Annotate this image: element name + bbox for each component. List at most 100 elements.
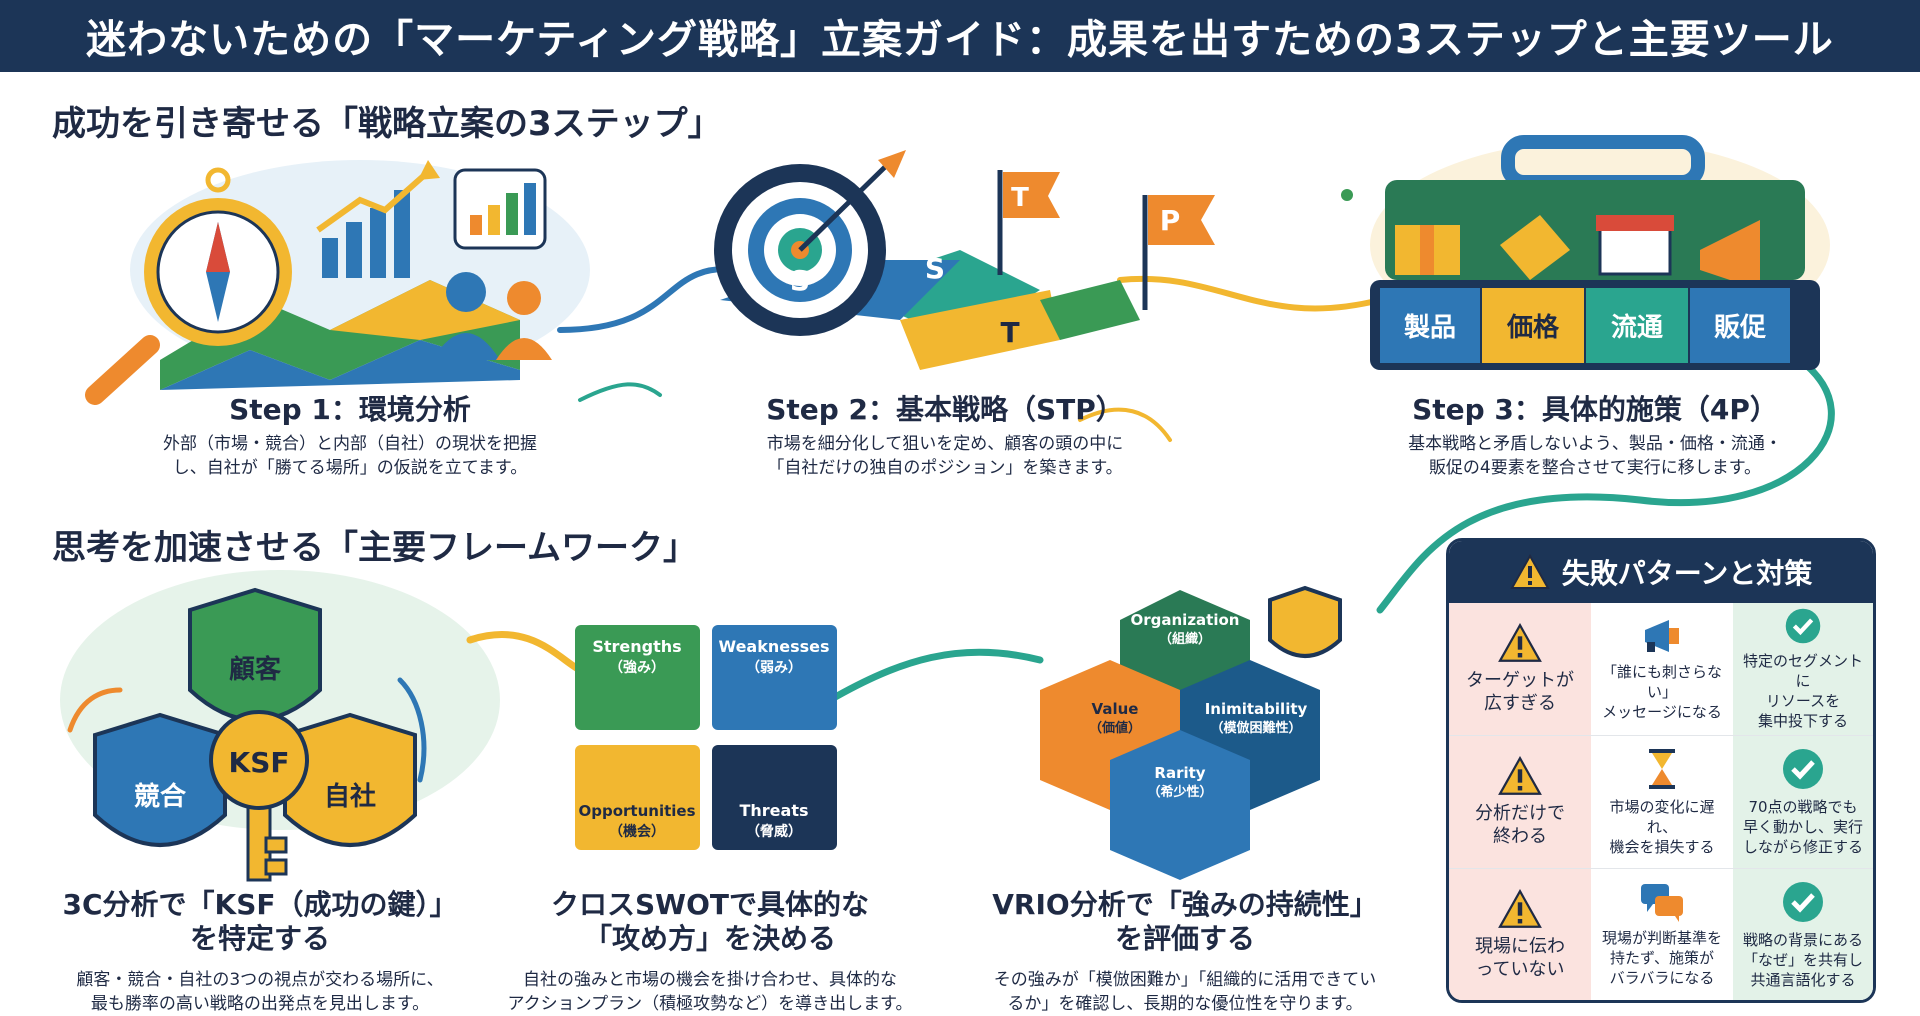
framework-swot-desc-line1: 自社の強みと市場の機会を掛け合わせ、具体的な	[523, 970, 897, 990]
failure-row1-fix-l3: 集中投下する	[1757, 712, 1848, 730]
framework-vrio-caption: VRIO分析で「強みの持続性」 を評価する その強みが「模倣困難か」「組織的に活…	[960, 888, 1410, 1016]
failure-row2-pattern-l1: 分析だけで	[1475, 803, 1565, 824]
warning-icon	[1498, 756, 1542, 795]
fourp-promotion-cell	[1690, 288, 1790, 363]
check-circle-icon	[1783, 749, 1823, 789]
threec-labels: 顧客 競合 自社 KSF	[134, 654, 376, 812]
person-orange-head-icon	[507, 281, 541, 315]
warning-icon	[1509, 554, 1550, 589]
chart-trend-arrow-icon	[316, 169, 430, 233]
framework-vrio-desc-line1: その強みが「模倣困難か」「組織的に活用できてい	[993, 970, 1377, 990]
megaphone-icon	[1645, 620, 1679, 652]
failure-row3-pattern: 現場に伝わ っていない	[1449, 869, 1591, 1000]
swot-strengths-jp: （強み）	[609, 659, 665, 676]
swot-illustration	[575, 625, 837, 850]
stp-letter-t1: T	[1000, 316, 1019, 349]
threec-competitor-label: 競合	[134, 781, 187, 812]
failure-row1-fix-l1: 特定のセグメントに	[1742, 652, 1863, 690]
price-tag-icon	[1500, 215, 1570, 280]
connector-step1-step2	[557, 266, 743, 333]
failure-row3-effect-l3: バラバラになる	[1609, 969, 1715, 987]
failure-row3-fix: 戦略の背景にある 「なぜ」を共有し 共通言語化する	[1733, 869, 1873, 1000]
decor-swoosh-green	[578, 382, 662, 402]
warning-icon	[1498, 889, 1542, 928]
failure-row2-fix-l2: 早く動かし、実行	[1742, 818, 1863, 836]
decor-swoosh-blue	[397, 677, 427, 783]
fourp-labels: 製品 価格 流通 販促	[1404, 312, 1766, 343]
failure-row1-fix: 特定のセグメントに リソースを 集中投下する	[1733, 603, 1873, 736]
step3-illustration	[1370, 135, 1820, 370]
framework-swot-title-line1: クロスSWOTで具体的な	[551, 888, 869, 921]
decor-swoosh-orange	[67, 687, 123, 733]
swot-labels: Strengths （強み） Weaknesses （弱み） Opportuni…	[578, 637, 829, 840]
swot-opportunities-jp: （機会）	[609, 823, 665, 840]
stp-pie-right-green	[1040, 280, 1140, 340]
failure-panel-title: 失敗パターンと対策	[1561, 557, 1813, 590]
failure-row2-fix: 70点の戦略でも 早く動かし、実行 しながら修正する	[1733, 736, 1873, 869]
page-banner-title: 迷わないための「マーケティング戦略」立案ガイド：成果を出すための3ステップと主要…	[0, 0, 1920, 72]
fourp-place-cell	[1586, 288, 1688, 363]
failure-row3-effect-l2: 持たず、施策が	[1610, 949, 1714, 967]
key-bow-icon	[209, 710, 309, 810]
vrio-organization-jp: （組織）	[1159, 631, 1211, 647]
failure-row1-effect: 「誰にも刺さらない」 メッセージになる	[1591, 603, 1733, 736]
failure-row2-fix-l3: しながら修正する	[1742, 838, 1863, 856]
failure-patterns-panel: 失敗パターンと対策 ターゲットが 広すぎる 「誰にも刺さらない」 メッセージにな…	[1446, 538, 1876, 1003]
framework-swot-title-line2: 「攻め方」を決める	[583, 922, 836, 955]
stp-letter-t2: T	[1011, 183, 1029, 213]
fourp-price-label: 価格	[1506, 312, 1560, 343]
swot-weaknesses-jp: （弱み）	[746, 660, 802, 676]
framework-vrio-desc-line2: るか」を確認し、長期的な優位性を守ります。	[1007, 994, 1363, 1014]
chart-bar-1	[322, 238, 338, 278]
vrio-value-en: Value	[1092, 700, 1139, 718]
failure-row3-pattern-l2: っていない	[1475, 959, 1565, 980]
person-orange-body	[496, 338, 552, 360]
chart-bar-2	[346, 222, 362, 278]
decor-dot-green	[1341, 189, 1353, 201]
connector-swot-vrio	[826, 648, 1044, 704]
fourp-promotion-label: 販促	[1714, 313, 1766, 343]
failure-row1-effect-l2: メッセージになる	[1602, 703, 1722, 721]
step3-desc-line2: 販促の4要素を整合させて実行に移します。	[1428, 458, 1762, 478]
framework-3c-title-line2: を特定する	[189, 922, 330, 955]
connector-step2-step3	[1117, 275, 1383, 312]
magnifier-handle	[85, 335, 160, 405]
step3-desc-line1: 基本戦略と矛盾しないよう、製品・価格・流通・	[1408, 434, 1782, 454]
step1-caption: Step 1：環境分析 外部（市場・競合）と内部（自社）の現状を把握 し、自社が…	[130, 392, 570, 480]
vrio-value-jp: （価値）	[1089, 720, 1141, 736]
bubble-bar-2	[488, 205, 500, 235]
step1-desc-line2: し、自社が「勝てる場所」の仮説を立てます。	[172, 458, 528, 478]
swot-threats-cell	[712, 745, 837, 850]
failure-row1-pattern-l1: ターゲットが	[1466, 670, 1574, 691]
stp-pie-yellow	[900, 290, 1060, 370]
step2-desc-line1: 市場を細分化して狙いを定め、顧客の頭の中に	[766, 434, 1124, 454]
failure-row2-effect-l2: 機会を損失する	[1609, 838, 1715, 856]
compass-ring	[205, 167, 231, 193]
failure-row2-pattern-l2: 終わる	[1493, 826, 1547, 847]
stp-letter-s1: S	[790, 264, 810, 297]
compass-needle-red	[206, 222, 230, 272]
failure-row2-effect: 市場の変化に遅れ、 機会を損失する	[1591, 736, 1733, 869]
framework-vrio-title-line2: を評価する	[1114, 922, 1255, 955]
fourp-price-cell	[1482, 288, 1584, 363]
section-title-frameworks: 思考を加速させる「主要フレームワーク」	[52, 528, 697, 568]
swot-weaknesses-cell	[712, 625, 837, 730]
vrio-rarity-jp: （希少性）	[1147, 784, 1212, 800]
check-circle-icon	[1783, 882, 1823, 922]
bubble-bar-3	[506, 193, 518, 235]
stp-letter-p: P	[1160, 204, 1181, 237]
framework-3c-desc-line2: 最も勝率の高い戦略の出発点を見出します。	[90, 994, 430, 1014]
step3-title: Step 3：具体的施策（4P）	[1412, 393, 1778, 426]
vrio-organization-en: Organization	[1131, 611, 1240, 629]
step2-desc-line2: 「自社だけの独自のポジション」を築きます。	[767, 458, 1123, 478]
step1-desc-line1: 外部（市場・競合）と内部（自社）の現状を把握	[163, 434, 537, 454]
arrow-shaft-icon	[798, 164, 888, 252]
chart-bar-3	[370, 208, 386, 278]
vrio-rarity-en: Rarity	[1154, 764, 1205, 782]
framework-vrio-title-line1: VRIO分析で「強みの持続性」	[992, 888, 1378, 921]
failure-row1-pattern-l2: 広すぎる	[1484, 693, 1556, 714]
map-yellow	[330, 280, 520, 340]
failure-row3-fix-l1: 戦略の背景にある	[1742, 931, 1863, 949]
vrio-labels: Organization （組織） Value （価値） Inimitabili…	[1089, 611, 1308, 800]
